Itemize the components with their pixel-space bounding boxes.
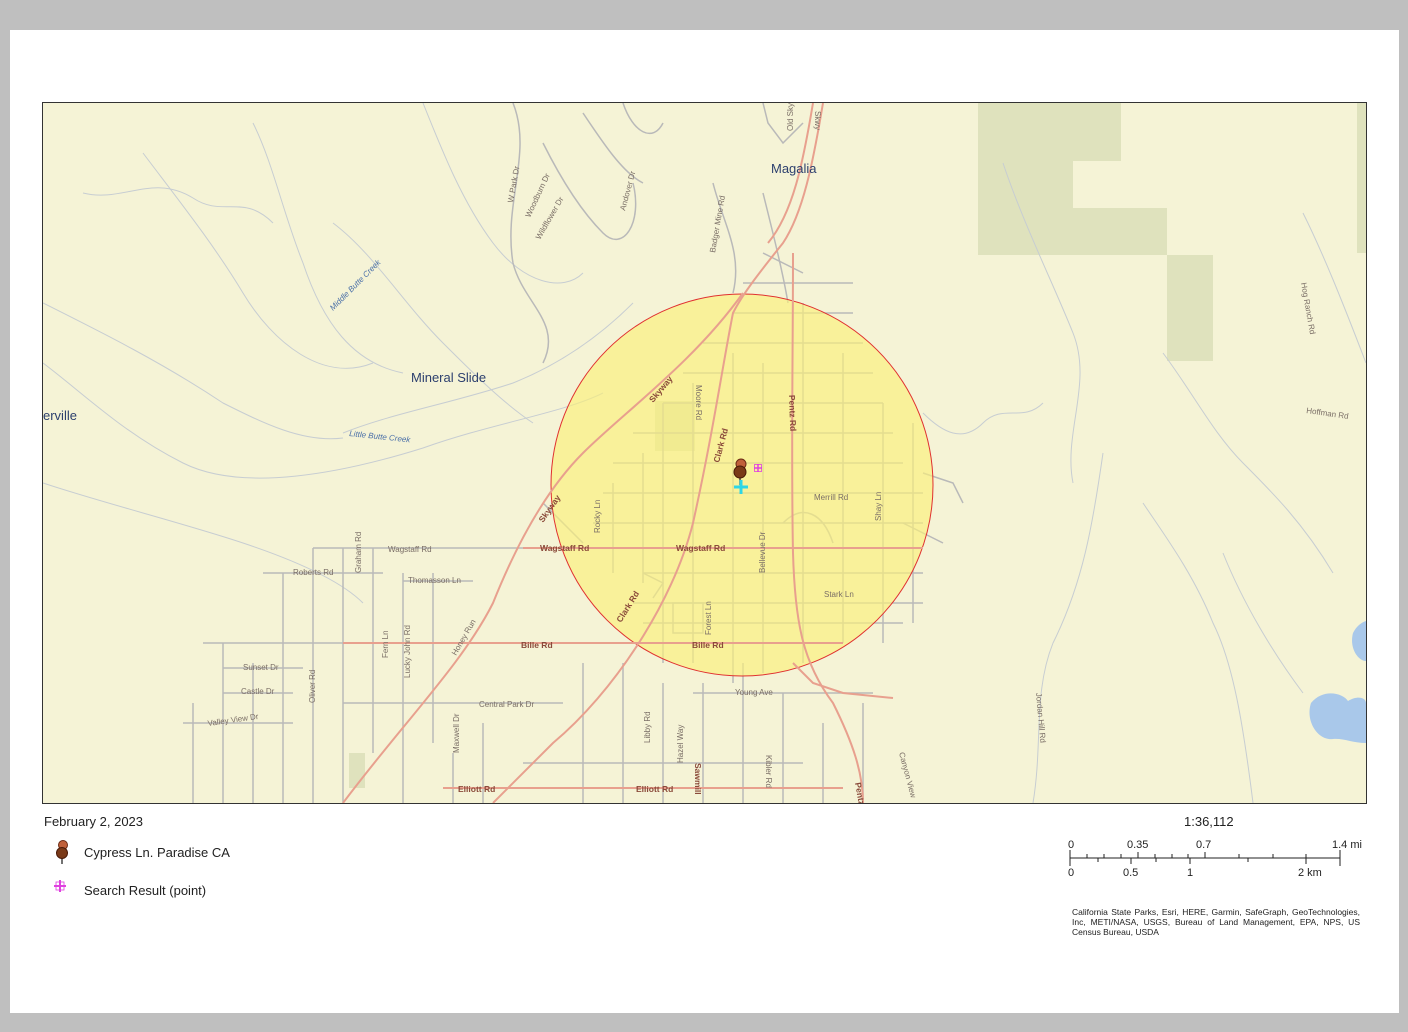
place-label-mineral-slide: Mineral Slide — [411, 370, 486, 385]
cross-marker-icon[interactable] — [754, 464, 762, 472]
road-label: Sawmill — [693, 763, 703, 795]
road-label: Central Park Dr — [479, 700, 534, 709]
road-label: Moore Rd — [694, 385, 703, 420]
legend-item-pushpin: Cypress Ln. Paradise CA — [52, 840, 230, 864]
road-label: Elliott Rd — [458, 784, 495, 794]
road-label: Wagstaff Rd — [540, 543, 589, 553]
scale-bar: 0 0.35 0.7 1.4 mi 0 0.5 1 2 km — [1062, 834, 1372, 884]
lake — [1352, 621, 1366, 661]
scale-ratio: 1:36,112 — [1184, 814, 1234, 829]
road-label: Jordan Hill Rd — [1034, 692, 1047, 743]
road-label: Bille Rd — [521, 640, 553, 650]
pushpin-icon — [52, 840, 76, 864]
road-label: Bellevue Dr — [758, 531, 767, 573]
pushpin-icon[interactable] — [733, 458, 747, 485]
road-label: Castle Dr — [241, 687, 275, 696]
road-label: Young Ave — [735, 688, 773, 697]
road-label: Wagstaff Rd — [388, 545, 432, 554]
park-area — [349, 753, 365, 788]
road-label: Roberts Rd — [293, 568, 333, 577]
road-label: Graham Rd — [354, 532, 363, 573]
park-area — [978, 103, 1213, 361]
place-label-erville: erville — [43, 408, 77, 423]
road-label: Thomasson Ln — [408, 576, 461, 585]
road-label: Sunset Dr — [243, 663, 279, 672]
road-label: Maxwell Dr — [452, 713, 461, 753]
scale-km-label: 2 km — [1298, 867, 1322, 879]
road-label: Pentz Rd — [787, 395, 798, 432]
road-label: Bille Rd — [692, 640, 724, 650]
scale-mi-label: 0.7 — [1196, 839, 1211, 851]
road-label: Forest Ln — [704, 601, 713, 635]
legend-item-search-result: Search Result (point) — [52, 878, 206, 902]
road-label: Elliott Rd — [636, 784, 673, 794]
map-frame[interactable]: Magalia Mineral Slide erville Middle But… — [42, 102, 1367, 804]
attribution-credits: California State Parks, Esri, HERE, Garm… — [1072, 907, 1360, 937]
lake — [1309, 693, 1366, 743]
road-label: Old Skyway — [786, 103, 795, 131]
scale-mi-label: 0 — [1068, 839, 1074, 851]
road-label: Kibler Rd — [764, 755, 773, 788]
road-label: Fern Ln — [381, 630, 390, 658]
road-label: Skwy — [813, 111, 822, 130]
scale-mi-label: 1.4 mi — [1332, 839, 1362, 851]
cross-marker-icon — [52, 878, 76, 902]
location-marker-icon — [734, 480, 748, 494]
scale-km-label: 0.5 — [1123, 867, 1138, 879]
park-area — [1357, 103, 1366, 253]
map-canvas: Magalia Mineral Slide erville Middle But… — [43, 103, 1366, 803]
road-label: Hazel Way — [676, 725, 685, 763]
road-label: Libby Rd — [643, 711, 652, 743]
scale-mi-label: 0.35 — [1127, 839, 1148, 851]
major-roads — [342, 103, 923, 803]
legend-label: Search Result (point) — [84, 882, 207, 898]
road-label: Stark Ln — [824, 590, 854, 599]
legend-label: Cypress Ln. Paradise CA — [84, 844, 230, 860]
road-label: Rocky Ln — [593, 500, 602, 533]
place-label-magalia: Magalia — [771, 161, 817, 176]
road-label: Shay Ln — [874, 492, 883, 521]
map-date: February 2, 2023 — [44, 814, 144, 829]
scale-km-label: 1 — [1187, 867, 1193, 879]
road-label: Merrill Rd — [814, 493, 848, 502]
road-label: Oliver Rd — [308, 670, 317, 703]
creek-lines — [43, 103, 1366, 803]
road-label: Wagstaff Rd — [676, 543, 725, 553]
scale-km-label: 0 — [1068, 867, 1074, 879]
road-label: Lucky John Rd — [403, 625, 412, 678]
